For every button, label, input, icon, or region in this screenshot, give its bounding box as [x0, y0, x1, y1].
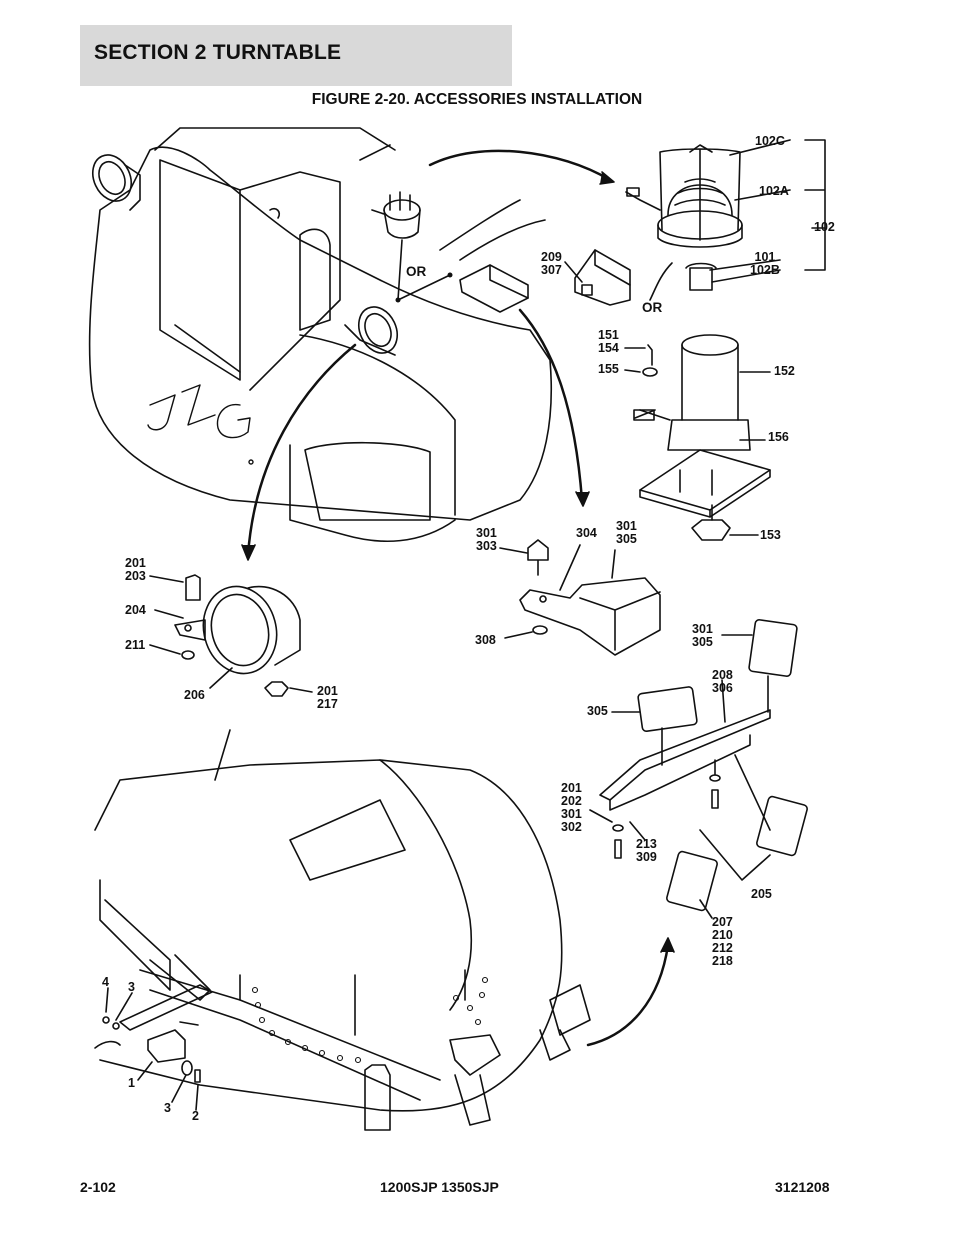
- callout-301-305-b: 301 305: [692, 622, 713, 649]
- callout-308: 308: [475, 633, 496, 647]
- callout-102c: 102C: [755, 134, 785, 148]
- callout-3-a: 3: [128, 980, 135, 994]
- rear-lamp-bracket-208: [599, 619, 808, 912]
- callout-3-b: 3: [164, 1101, 171, 1115]
- arrow-to-beacon: [428, 149, 612, 182]
- page-number: 2-102: [80, 1179, 116, 1195]
- section-header: SECTION 2 TURNTABLE: [80, 25, 512, 86]
- callout-2: 2: [192, 1109, 199, 1123]
- or-label-1: OR: [406, 264, 427, 279]
- callout-201-217: 201 217: [317, 684, 338, 711]
- callout-301-303: 301 303: [476, 526, 497, 553]
- callout-305: 305: [587, 704, 608, 718]
- hole-pattern: [251, 976, 489, 1064]
- callout-213-309: 213 309: [636, 837, 657, 864]
- alarm-bracket-209: [574, 249, 631, 306]
- callout-209-307: 209 307: [541, 250, 562, 277]
- callout-4: 4: [102, 975, 109, 989]
- alarm-304: [519, 539, 661, 656]
- callout-156: 156: [768, 430, 789, 444]
- callout-102a: 102A: [759, 184, 789, 198]
- callout-102: 102: [814, 220, 835, 234]
- section-title: SECTION 2 TURNTABLE: [94, 41, 342, 64]
- callout-301-305-a: 301 305: [616, 519, 637, 546]
- callout-207-210-212-218: 207 210 212 218: [712, 915, 733, 968]
- work-light-206: [174, 574, 301, 697]
- jlg-logo: [147, 384, 254, 465]
- callout-151-154: 151 154: [598, 328, 619, 355]
- work-light-hood-center: [344, 306, 399, 356]
- callout-201-202-301-302: 201 202 301 302: [561, 781, 582, 834]
- or-label-2: OR: [642, 300, 663, 315]
- alarm-on-hood: [459, 264, 529, 313]
- arrow-to-alarm: [518, 308, 584, 502]
- callout-208-306: 208 306: [712, 668, 733, 695]
- callout-304: 304: [576, 526, 597, 540]
- callout-101-102b: 101 102B: [750, 250, 780, 277]
- lower-turntable: [94, 729, 591, 1131]
- figure-title: FIGURE 2-20. ACCESSORIES INSTALLATION: [311, 91, 643, 108]
- model-numbers: 1200SJP 1350SJP: [380, 1179, 499, 1195]
- beacon-assembly-102: [625, 144, 743, 291]
- arrow-to-light: [246, 343, 357, 557]
- callout-205: 205: [751, 887, 772, 901]
- small-lamp-1: [102, 984, 213, 1083]
- callout-155: 155: [598, 362, 619, 376]
- callout-152: 152: [774, 364, 795, 378]
- turntable-hood: [88, 146, 553, 521]
- work-light-hood-left: [91, 154, 141, 211]
- arrow-to-rear: [586, 943, 670, 1047]
- callout-211: 211: [125, 638, 146, 652]
- document-number: 3121208: [775, 1179, 830, 1195]
- rotating-beacon-152: [633, 334, 771, 541]
- beacon-small: [371, 191, 421, 239]
- callout-204: 204: [125, 603, 146, 617]
- callout-1: 1: [128, 1076, 135, 1090]
- callout-206: 206: [184, 688, 205, 702]
- callout-153: 153: [760, 528, 781, 542]
- callout-201-203: 201 203: [125, 556, 146, 583]
